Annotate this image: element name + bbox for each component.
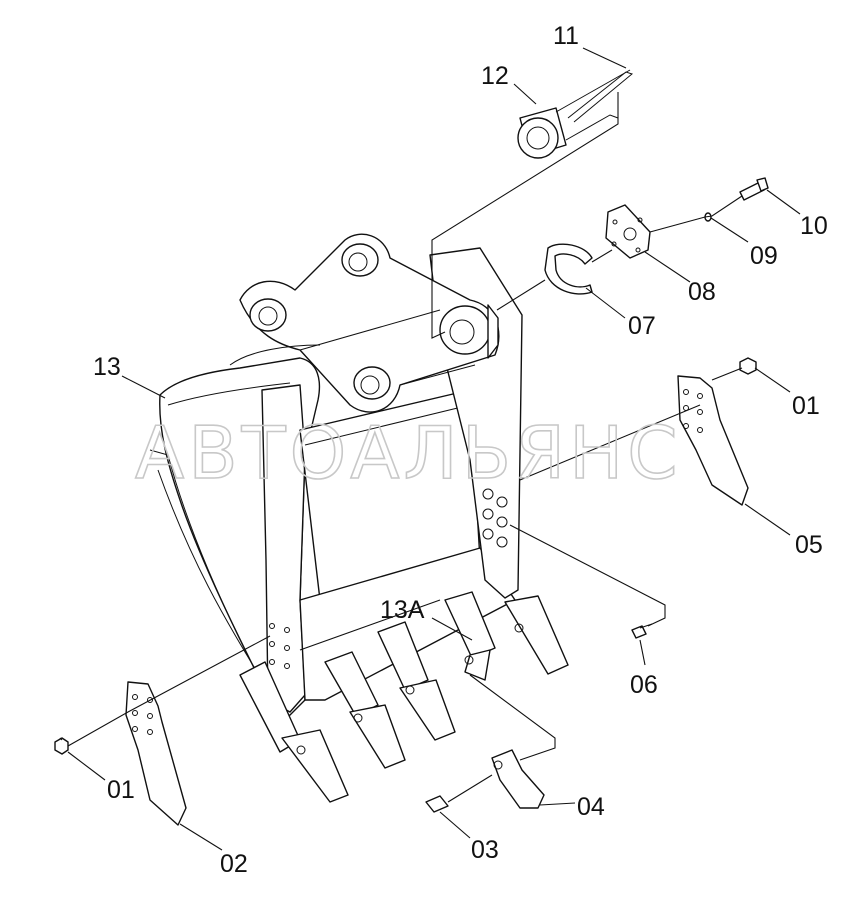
label-06: 06 [630, 671, 658, 699]
part-labels: 11 12 10 09 08 07 13 01 05 13A 06 01 04 … [93, 22, 828, 878]
label-07: 07 [628, 312, 656, 340]
bolt-06 [631, 623, 653, 639]
tooth-5 [504, 595, 569, 675]
label-10: 10 [800, 212, 828, 240]
pin-03 [425, 795, 449, 813]
label-01-left: 01 [107, 776, 135, 804]
pin-11 [567, 71, 634, 123]
teeth-row [239, 591, 569, 803]
snap-ring-07 [544, 243, 593, 295]
label-13: 13 [93, 353, 121, 381]
watermark-text: АВТОАЛЬЯНС [135, 411, 682, 495]
spacer-08 [605, 204, 651, 259]
nut-01-left [54, 737, 69, 755]
label-03: 03 [471, 836, 499, 864]
label-05: 05 [795, 531, 823, 559]
label-04: 04 [577, 793, 605, 821]
side-cutter-02 [125, 681, 187, 826]
label-01-right: 01 [792, 392, 820, 420]
leader-lines [59, 47, 801, 851]
bolt-10 [739, 177, 769, 201]
label-09: 09 [750, 242, 778, 270]
nut-01-right [739, 357, 757, 375]
tooth-2 [324, 651, 406, 769]
label-12: 12 [481, 62, 509, 90]
tooth-1 [239, 661, 349, 803]
bushing-12 [517, 69, 631, 159]
tooth-3 [377, 621, 456, 741]
label-02: 02 [220, 850, 248, 878]
bucket-assembly [149, 233, 523, 721]
label-08: 08 [688, 278, 716, 306]
tooth-4 [444, 591, 496, 681]
label-13a: 13A [380, 596, 425, 624]
label-11: 11 [553, 22, 579, 50]
side-cutter-05 [677, 375, 749, 506]
tooth-04 [491, 749, 545, 809]
